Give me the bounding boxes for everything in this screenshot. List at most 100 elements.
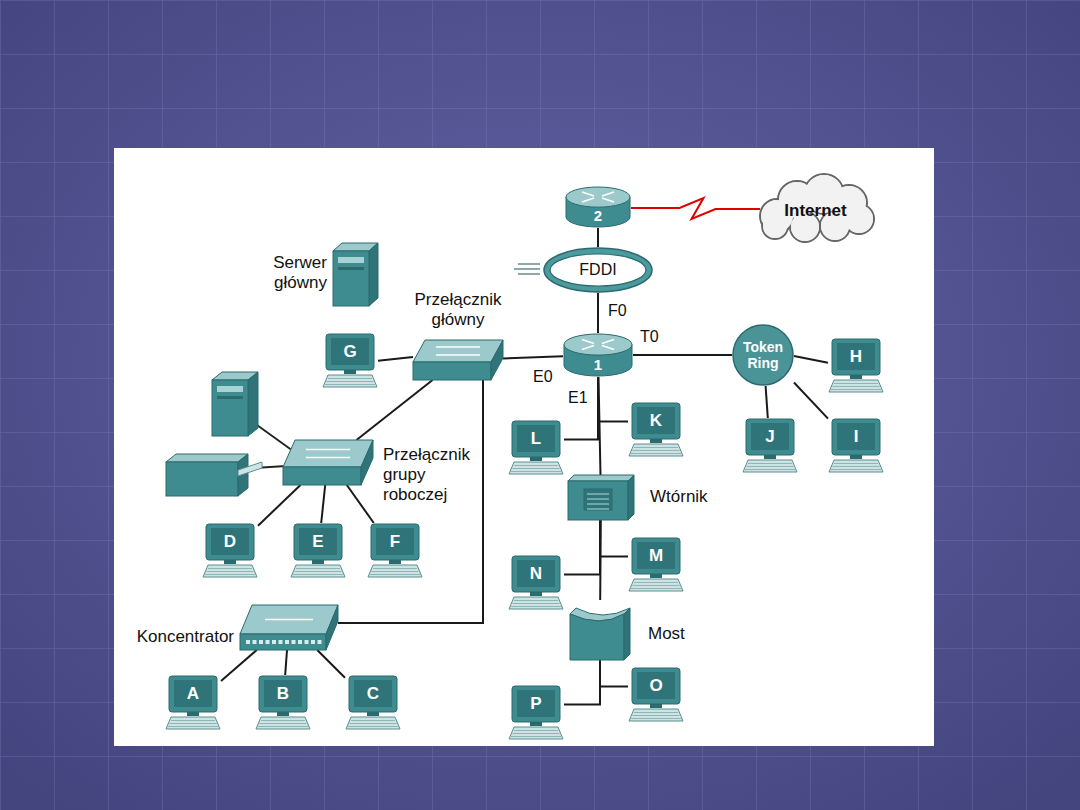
workstation-icon: A xyxy=(165,675,221,731)
fddi-ring: FDDI xyxy=(543,247,653,293)
workstation-icon-outline xyxy=(508,685,564,741)
device-label: Serwer główny xyxy=(251,253,327,293)
workstation-icon: D xyxy=(202,523,258,579)
device-label: Przełącznik grupy roboczej xyxy=(383,445,479,505)
speed-lines xyxy=(514,264,540,274)
workstation-icon-outline xyxy=(508,555,564,611)
workstation-icon: F xyxy=(367,523,423,579)
station-letter: H xyxy=(837,343,875,370)
workstation-icon-outline xyxy=(345,675,401,731)
diagram-panel xyxy=(114,148,934,746)
bridge-icon-outline xyxy=(570,600,630,660)
wan-link xyxy=(631,198,760,219)
station-letter: C xyxy=(354,680,392,707)
hub-icon: Koncentrator xyxy=(240,605,338,650)
workstation-icon: K xyxy=(628,402,684,458)
workstation-icon: I xyxy=(828,418,884,474)
workstation-icon-outline xyxy=(508,420,564,476)
workstation-icon: N xyxy=(508,555,564,611)
network-link xyxy=(258,485,301,526)
station-letter: B xyxy=(264,680,302,707)
station-letter: N xyxy=(517,560,555,587)
internet-cloud: Internet xyxy=(753,172,878,244)
repeater-icon-outline xyxy=(568,475,634,520)
router-icon: 2 xyxy=(565,186,631,228)
workstation-icon-outline xyxy=(255,675,311,731)
network-link xyxy=(794,356,828,363)
workstation-icon: B xyxy=(255,675,311,731)
workstation-icon-outline xyxy=(742,418,798,474)
workstation-icon: C xyxy=(345,675,401,731)
device-text: Token Ring xyxy=(737,329,789,381)
workstation-icon-outline xyxy=(322,333,378,389)
network-link xyxy=(794,383,828,419)
station-letter: K xyxy=(637,407,675,434)
network-link xyxy=(766,386,768,418)
device-label: Koncentrator xyxy=(116,627,234,647)
printer-icon xyxy=(166,454,286,496)
hub-icon-outline xyxy=(240,605,338,650)
network-link xyxy=(633,354,732,356)
workstation-icon-outline xyxy=(202,523,258,579)
server-icon-outline xyxy=(333,243,378,306)
station-letter: I xyxy=(837,423,875,450)
network-link xyxy=(357,380,433,440)
interface-label: F0 xyxy=(608,302,627,320)
network-link xyxy=(378,357,413,361)
token-ring: Token Ring xyxy=(732,324,794,386)
workstation-icon-outline xyxy=(628,667,684,723)
network-link xyxy=(338,380,483,623)
workstation-icon: J xyxy=(742,418,798,474)
network-link xyxy=(321,485,325,523)
interface-label: T0 xyxy=(640,328,659,346)
device-label: Wtórnik xyxy=(650,487,708,507)
station-letter: D xyxy=(211,528,249,555)
network-link xyxy=(597,293,599,333)
workstation-icon-outline xyxy=(828,418,884,474)
network-link xyxy=(564,377,598,440)
station-letter: A xyxy=(174,680,212,707)
router-icon: 1 xyxy=(563,333,633,377)
workstation-icon: G xyxy=(322,333,378,389)
workstation-icon: M xyxy=(628,537,684,593)
network-link xyxy=(598,377,628,422)
switch-icon-outline xyxy=(413,340,503,380)
workstation-icon-outline xyxy=(628,537,684,593)
station-letter: P xyxy=(517,690,555,717)
device-text: 2 xyxy=(565,205,631,226)
network-link xyxy=(564,660,600,705)
station-letter: G xyxy=(331,338,369,365)
interface-label: E1 xyxy=(568,389,588,407)
network-link xyxy=(599,377,601,475)
switch-icon: Przełącznik grupy roboczej xyxy=(283,440,373,485)
station-letter: O xyxy=(637,672,675,699)
device-label: Przełącznik główny xyxy=(403,290,513,330)
device-text: FDDI xyxy=(551,255,645,285)
server-icon xyxy=(212,372,300,456)
network-link xyxy=(317,650,345,678)
network-link xyxy=(599,520,602,600)
network-link xyxy=(221,650,257,681)
network-link xyxy=(600,520,628,557)
workstation-icon-outline xyxy=(367,523,423,579)
switch-icon-outline xyxy=(283,440,373,485)
device-label: Most xyxy=(648,624,685,644)
station-letter: J xyxy=(751,423,789,450)
workstation-icon-outline xyxy=(828,338,884,394)
device-text: Internet xyxy=(753,182,878,240)
bridge-icon: Most xyxy=(570,600,630,660)
workstation-icon: P xyxy=(508,685,564,741)
network-link xyxy=(597,228,599,247)
station-letter: F xyxy=(376,528,414,555)
station-letter: L xyxy=(517,425,555,452)
station-letter: E xyxy=(299,528,337,555)
repeater-icon: Wtórnik xyxy=(568,475,634,520)
workstation-icon: O xyxy=(628,667,684,723)
network-link xyxy=(600,660,628,687)
workstation-icon-outline xyxy=(290,523,346,579)
workstation-icon: L xyxy=(508,420,564,476)
interface-label: E0 xyxy=(533,368,553,386)
device-text: 1 xyxy=(563,353,633,375)
workstation-icon-outline xyxy=(165,675,221,731)
